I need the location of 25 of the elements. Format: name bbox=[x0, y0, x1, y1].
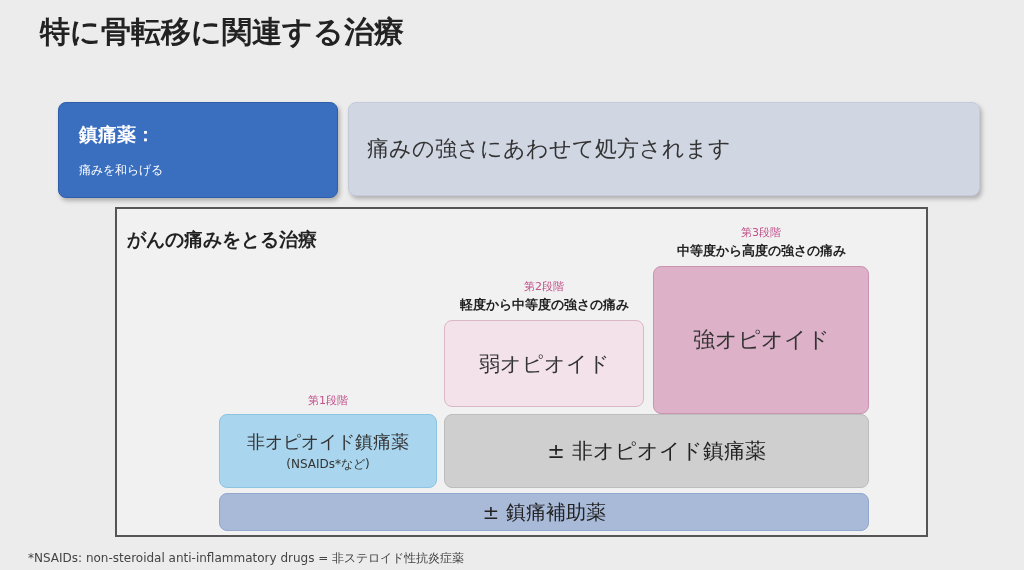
footnote: *NSAIDs: non-steroidal anti-inflammatory drugs = 非ステロイド性抗炎症薬 bbox=[28, 550, 465, 567]
box-text: 鎮痛薬： bbox=[79, 121, 155, 147]
treatment-frame bbox=[115, 207, 928, 537]
description-banner bbox=[348, 102, 980, 196]
box-subtext: 痛みを和らげる bbox=[79, 161, 163, 179]
box-text: 弱オピオイド bbox=[478, 350, 610, 378]
box-text: 痛みの強さにあわせて処方されます bbox=[367, 135, 731, 163]
box-text: ± 鎮痛補助薬 bbox=[482, 498, 606, 526]
adjuvant-bar bbox=[219, 493, 869, 531]
frame-heading: がんの痛みをとる治療 bbox=[127, 227, 317, 252]
step-box bbox=[219, 414, 437, 488]
box-text: 強オピオイド bbox=[692, 326, 830, 354]
box-text: 非オピオイド鎮痛薬 bbox=[247, 429, 409, 454]
step-box bbox=[444, 320, 644, 407]
box-subtext: (NSAIDs*など) bbox=[286, 455, 370, 473]
combined-drug-bar bbox=[444, 414, 869, 488]
step-box bbox=[653, 266, 869, 414]
stage-label: 第2段階 bbox=[523, 279, 565, 294]
category-box bbox=[58, 102, 338, 198]
stage-label: 第1段階 bbox=[308, 393, 348, 408]
stage-label: 第3段階 bbox=[740, 225, 782, 240]
pain-level-label: 中等度から高度の強さの痛み bbox=[676, 242, 846, 260]
box-text: ± 非オピオイド鎮痛薬 bbox=[547, 438, 766, 465]
slide-title: 特に骨転移に関連する治療 bbox=[40, 13, 404, 51]
pain-level-label: 軽度から中等度の強さの痛み bbox=[459, 296, 629, 314]
